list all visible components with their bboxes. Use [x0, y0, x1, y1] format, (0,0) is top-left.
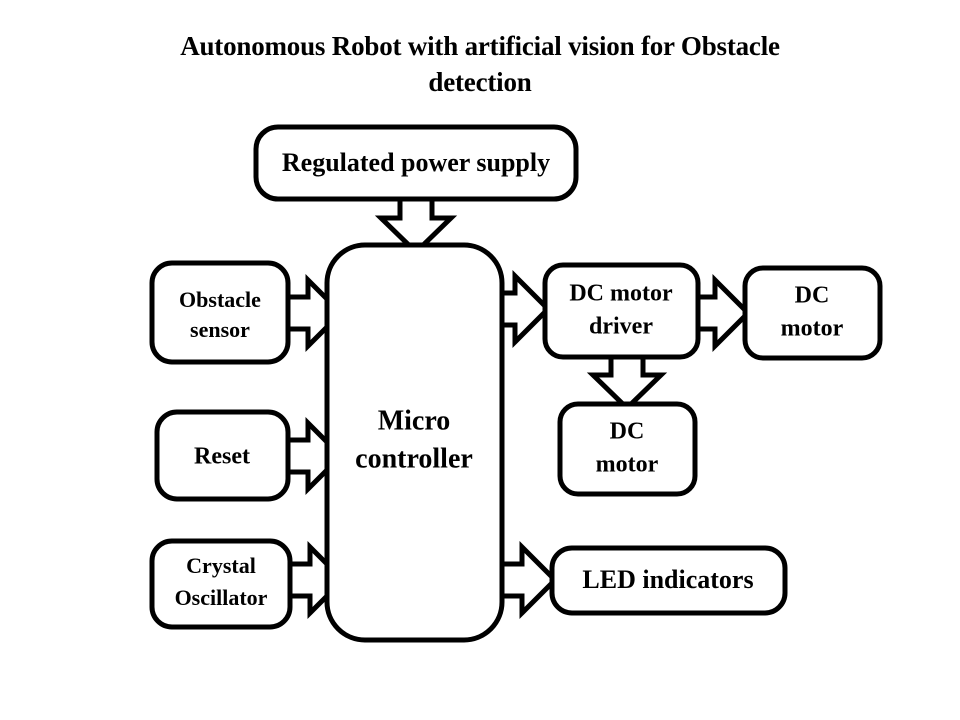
- node-micro-controller-shape[interactable]: [324, 242, 505, 643]
- node-dc-motor-driver-shape[interactable]: [542, 262, 701, 360]
- node-dc-motor-right-label-line-2: motor: [781, 316, 844, 342]
- node-obstacle-sensor-shape[interactable]: [149, 260, 291, 365]
- node-dc-motor-driver[interactable]: DC motor driver: [542, 262, 701, 360]
- node-crystal-oscillator-label-line-1: Crystal: [186, 553, 256, 578]
- node-led-indicators-shape[interactable]: [549, 545, 788, 616]
- node-led-indicators-label: LED indicators: [582, 565, 753, 594]
- node-reset-label: Reset: [194, 444, 250, 470]
- node-dc-motor-right-label-line-1: DC: [795, 283, 830, 309]
- node-regulated-power-supply[interactable]: Regulated power supply: [253, 124, 579, 202]
- page-title-line-1: Autonomous Robot with artificial vision …: [180, 31, 780, 61]
- connector-driver-to-motor-bottom: [586, 351, 668, 412]
- connector-driver-to-motor-right: [693, 273, 752, 353]
- node-dc-motor-bottom-shape[interactable]: [557, 401, 698, 497]
- node-dc-motor-right[interactable]: DC motor: [742, 265, 883, 361]
- page-title: Autonomous Robot with artificial vision …: [110, 28, 850, 101]
- node-dc-motor-bottom[interactable]: DC motor: [557, 401, 698, 497]
- arrow-right-driver-to-motor: [693, 273, 752, 353]
- node-crystal-oscillator-shape[interactable]: [149, 538, 293, 630]
- node-micro-controller[interactable]: Micro controller: [324, 242, 505, 643]
- node-dc-motor-bottom-label-line-1: DC: [610, 419, 645, 445]
- node-dc-motor-driver-label-line-1: DC motor: [569, 281, 673, 307]
- node-dc-motor-bottom-label-line-2: motor: [596, 452, 659, 478]
- node-regulated-power-supply-label: Regulated power supply: [282, 148, 550, 177]
- node-crystal-oscillator-label-line-2: Oscillator: [175, 585, 268, 610]
- node-led-indicators[interactable]: LED indicators: [549, 545, 788, 616]
- node-micro-controller-label-line-1: Micro: [378, 405, 451, 436]
- node-reset-shape[interactable]: [154, 409, 291, 502]
- arrow-down-driver-to-motor: [586, 351, 668, 412]
- node-dc-motor-driver-label-line-2: driver: [589, 314, 653, 340]
- node-micro-controller-label-line-2: controller: [355, 443, 473, 474]
- page-title-line-2: detection: [428, 67, 532, 98]
- node-obstacle-sensor[interactable]: Obstacle sensor: [149, 260, 291, 365]
- node-regulated-power-supply-shape[interactable]: [253, 124, 579, 202]
- node-obstacle-sensor-label-line-1: Obstacle: [179, 287, 261, 312]
- node-dc-motor-right-shape[interactable]: [742, 265, 883, 361]
- node-obstacle-sensor-label-line-2: sensor: [190, 317, 250, 342]
- node-crystal-oscillator[interactable]: Crystal Oscillator: [149, 538, 293, 630]
- node-reset[interactable]: Reset: [154, 409, 291, 502]
